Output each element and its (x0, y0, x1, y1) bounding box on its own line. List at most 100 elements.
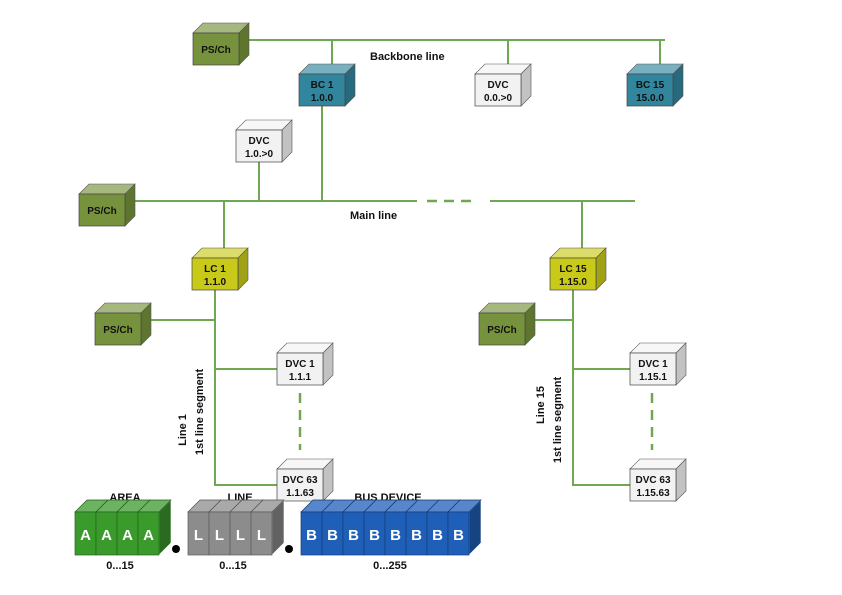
area-range: 0...15 (106, 560, 134, 572)
bus-device-cell-letter: B (453, 527, 464, 544)
device-bc1-address: 1.0.0 (311, 93, 334, 104)
area-cell-letter: A (143, 527, 154, 544)
device-dvc1-line1-name: DVC 1 (285, 359, 315, 370)
line-cell-letter: L (257, 527, 266, 544)
line-cell-front (250, 511, 273, 556)
bus-device-cell: B (300, 499, 335, 556)
bus-device-cell-letter: B (432, 527, 443, 544)
area-cell: A (95, 499, 130, 556)
device-dvc-backbone-address: 0.0.>0 (484, 93, 513, 104)
bus-device-cell: B (405, 499, 440, 556)
device-dvc1-line1-address: 1.1.1 (289, 372, 312, 383)
line-cell-letter: L (215, 527, 224, 544)
device-dvc1-line15[interactable]: DVC 1 1.15.1 (629, 342, 687, 386)
device-dvc63-line1[interactable]: DVC 63 1.1.63 (276, 458, 334, 502)
device-dvc63-line15[interactable]: DVC 63 1.15.63 (629, 458, 687, 502)
device-dvc1-line15-address: 1.15.1 (639, 372, 667, 383)
bus-wiring (130, 39, 665, 486)
device-ps-main[interactable]: PS/Ch (78, 183, 136, 227)
device-ps-line1[interactable]: PS/Ch (94, 302, 152, 346)
area-cell-letter: A (101, 527, 112, 544)
device-lc1-address: 1.1.0 (204, 277, 227, 288)
device-dvc-main-address: 1.0.>0 (245, 149, 274, 160)
main-line-label: Main line (350, 210, 397, 222)
area-cell: A (137, 499, 172, 556)
line1-name-label: Line 1 (177, 414, 189, 446)
bus-device-cell-letter: B (306, 527, 317, 544)
device-ps-line15-name: PS/Ch (487, 325, 516, 336)
device-lc15-address: 1.15.0 (559, 277, 587, 288)
device-ps-line15[interactable]: PS/Ch (478, 302, 536, 346)
bus-device-range: 0...255 (373, 560, 407, 572)
device-ps-main-name: PS/Ch (87, 206, 116, 217)
device-ps-main-front (78, 193, 126, 227)
bus-device-cell-front (447, 511, 470, 556)
device-dvc-main-front (235, 129, 283, 163)
device-dvc63-line15-front (629, 468, 677, 502)
device-bc15-name: BC 15 (636, 80, 665, 91)
device-bc1-front (298, 73, 346, 107)
device-bc15-address: 15.0.0 (636, 93, 664, 104)
device-dvc63-line1-name: DVC 63 (282, 475, 317, 486)
line-cell-letter: L (194, 527, 203, 544)
device-dvc63-line15-address: 1.15.63 (636, 488, 670, 499)
line15-segment-label: 1st line segment (552, 377, 564, 464)
line1-segment-label: 1st line segment (194, 369, 206, 456)
line-cell: L (250, 499, 285, 556)
bus-device-cell-letter: B (411, 527, 422, 544)
line15-bus (572, 290, 630, 486)
device-dvc63-line1-front (276, 468, 324, 502)
separator-dot-1 (172, 545, 180, 553)
device-ps-line15-front (478, 312, 526, 346)
device-lc1-front (191, 257, 239, 291)
device-dvc1-line15-front (629, 352, 677, 386)
device-lc1-name: LC 1 (204, 264, 226, 275)
bus-device-cell: B (363, 499, 398, 556)
device-dvc-main-name: DVC (248, 136, 269, 147)
bus-device-cell-letter: B (327, 527, 338, 544)
line-cell: L (208, 499, 243, 556)
device-dvc1-line1[interactable]: DVC 1 1.1.1 (276, 342, 334, 386)
device-dvc-backbone-front (474, 73, 522, 107)
line-cell-letter: L (236, 527, 245, 544)
device-lc1[interactable]: LC 1 1.1.0 (191, 247, 249, 291)
device-bc15-front (626, 73, 674, 107)
device-lc15-front (549, 257, 597, 291)
device-lc15-name: LC 15 (559, 264, 587, 275)
device-lc15[interactable]: LC 15 1.15.0 (549, 247, 607, 291)
area-cell: A (74, 499, 109, 556)
device-ps-line1-front (94, 312, 142, 346)
device-dvc1-line15-name: DVC 1 (638, 359, 668, 370)
device-ps-backbone-front (192, 32, 240, 66)
device-ps-backbone[interactable]: PS/Ch (192, 22, 250, 66)
device-dvc63-line1-address: 1.1.63 (286, 488, 314, 499)
device-bc1[interactable]: BC 11.0.0 (298, 63, 356, 107)
backbone-line-label: Backbone line (370, 51, 445, 63)
device-dvc1-line1-front (276, 352, 324, 386)
device-dvc63-line15-name: DVC 63 (635, 475, 670, 486)
device-ps-line1-name: PS/Ch (103, 325, 132, 336)
bus-device-cell: B (447, 499, 482, 556)
bus-device-cell-letter: B (348, 527, 359, 544)
device-dvc-backbone[interactable]: DVC 0.0.>0 (474, 63, 532, 107)
line15-name-label: Line 15 (535, 386, 547, 424)
device-bc15[interactable]: BC 15 15.0.0 (626, 63, 684, 107)
area-cell-letter: A (80, 527, 91, 544)
bus-device-cell-letter: B (369, 527, 380, 544)
line-range: 0...15 (219, 560, 247, 572)
area-cell-letter: A (122, 527, 133, 544)
device-dvc-backbone-name: DVC (487, 80, 508, 91)
bus-device-cell-letter: B (390, 527, 401, 544)
device-ps-backbone-name: PS/Ch (201, 45, 230, 56)
area-cell-front (137, 511, 160, 556)
line1-bus (214, 290, 278, 486)
separator-dot-2 (285, 545, 293, 553)
device-dvc-main[interactable]: DVC 1.0.>0 (235, 119, 293, 163)
line-cell: L (187, 499, 222, 556)
